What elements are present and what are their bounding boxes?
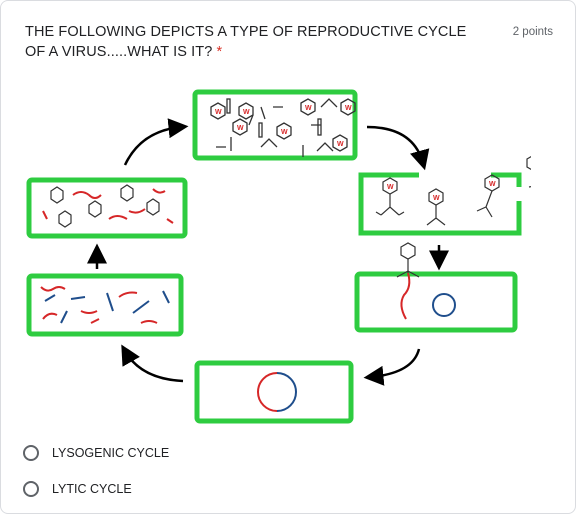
cycle-arrows (87, 118, 449, 386)
box-injection (354, 242, 518, 333)
capsid-label: W (345, 105, 352, 112)
box-assembly: W W W W W W W (192, 89, 358, 161)
points-label: 2 points (512, 26, 553, 38)
box-synthesis (26, 177, 188, 239)
question-title: THE FOLLOWING DEPICTS A TYPE OF REPRODUC… (25, 22, 475, 62)
capsid-label: W (433, 195, 440, 202)
capsid-label: W (237, 125, 244, 132)
box-circular-dna (194, 360, 354, 424)
radio-button[interactable] (23, 445, 39, 461)
required-asterisk: * (216, 44, 223, 60)
box-release: W W W W (358, 156, 531, 236)
option-lysogenic[interactable]: LYSOGENIC CYCLE (23, 441, 169, 465)
option-label: LYSOGENIC CYCLE (52, 446, 170, 460)
arrow-synthesis-to-assembly (123, 118, 189, 166)
option-lytic[interactable]: LYTIC CYCLE (23, 477, 132, 501)
box-replication (26, 273, 184, 337)
capsid-label: W (387, 184, 394, 191)
arrow-injection-to-circular (363, 348, 421, 386)
question-text: THE FOLLOWING DEPICTS A TYPE OF REPRODUC… (25, 24, 467, 60)
capsid-label: W (489, 181, 496, 188)
arrow-assembly-to-release (366, 125, 430, 171)
radio-button[interactable] (23, 481, 39, 497)
capsid-label: W (281, 129, 288, 136)
capsid-label: W (337, 141, 344, 148)
capsid-label: W (215, 109, 222, 116)
option-label: LYTIC CYCLE (52, 482, 132, 496)
virus-cycle-diagram: W W W W W W W W (26, 89, 531, 424)
arrow-circular-to-replication (121, 344, 184, 383)
capsid-label: W (243, 109, 250, 116)
capsid-label: W (305, 105, 312, 112)
